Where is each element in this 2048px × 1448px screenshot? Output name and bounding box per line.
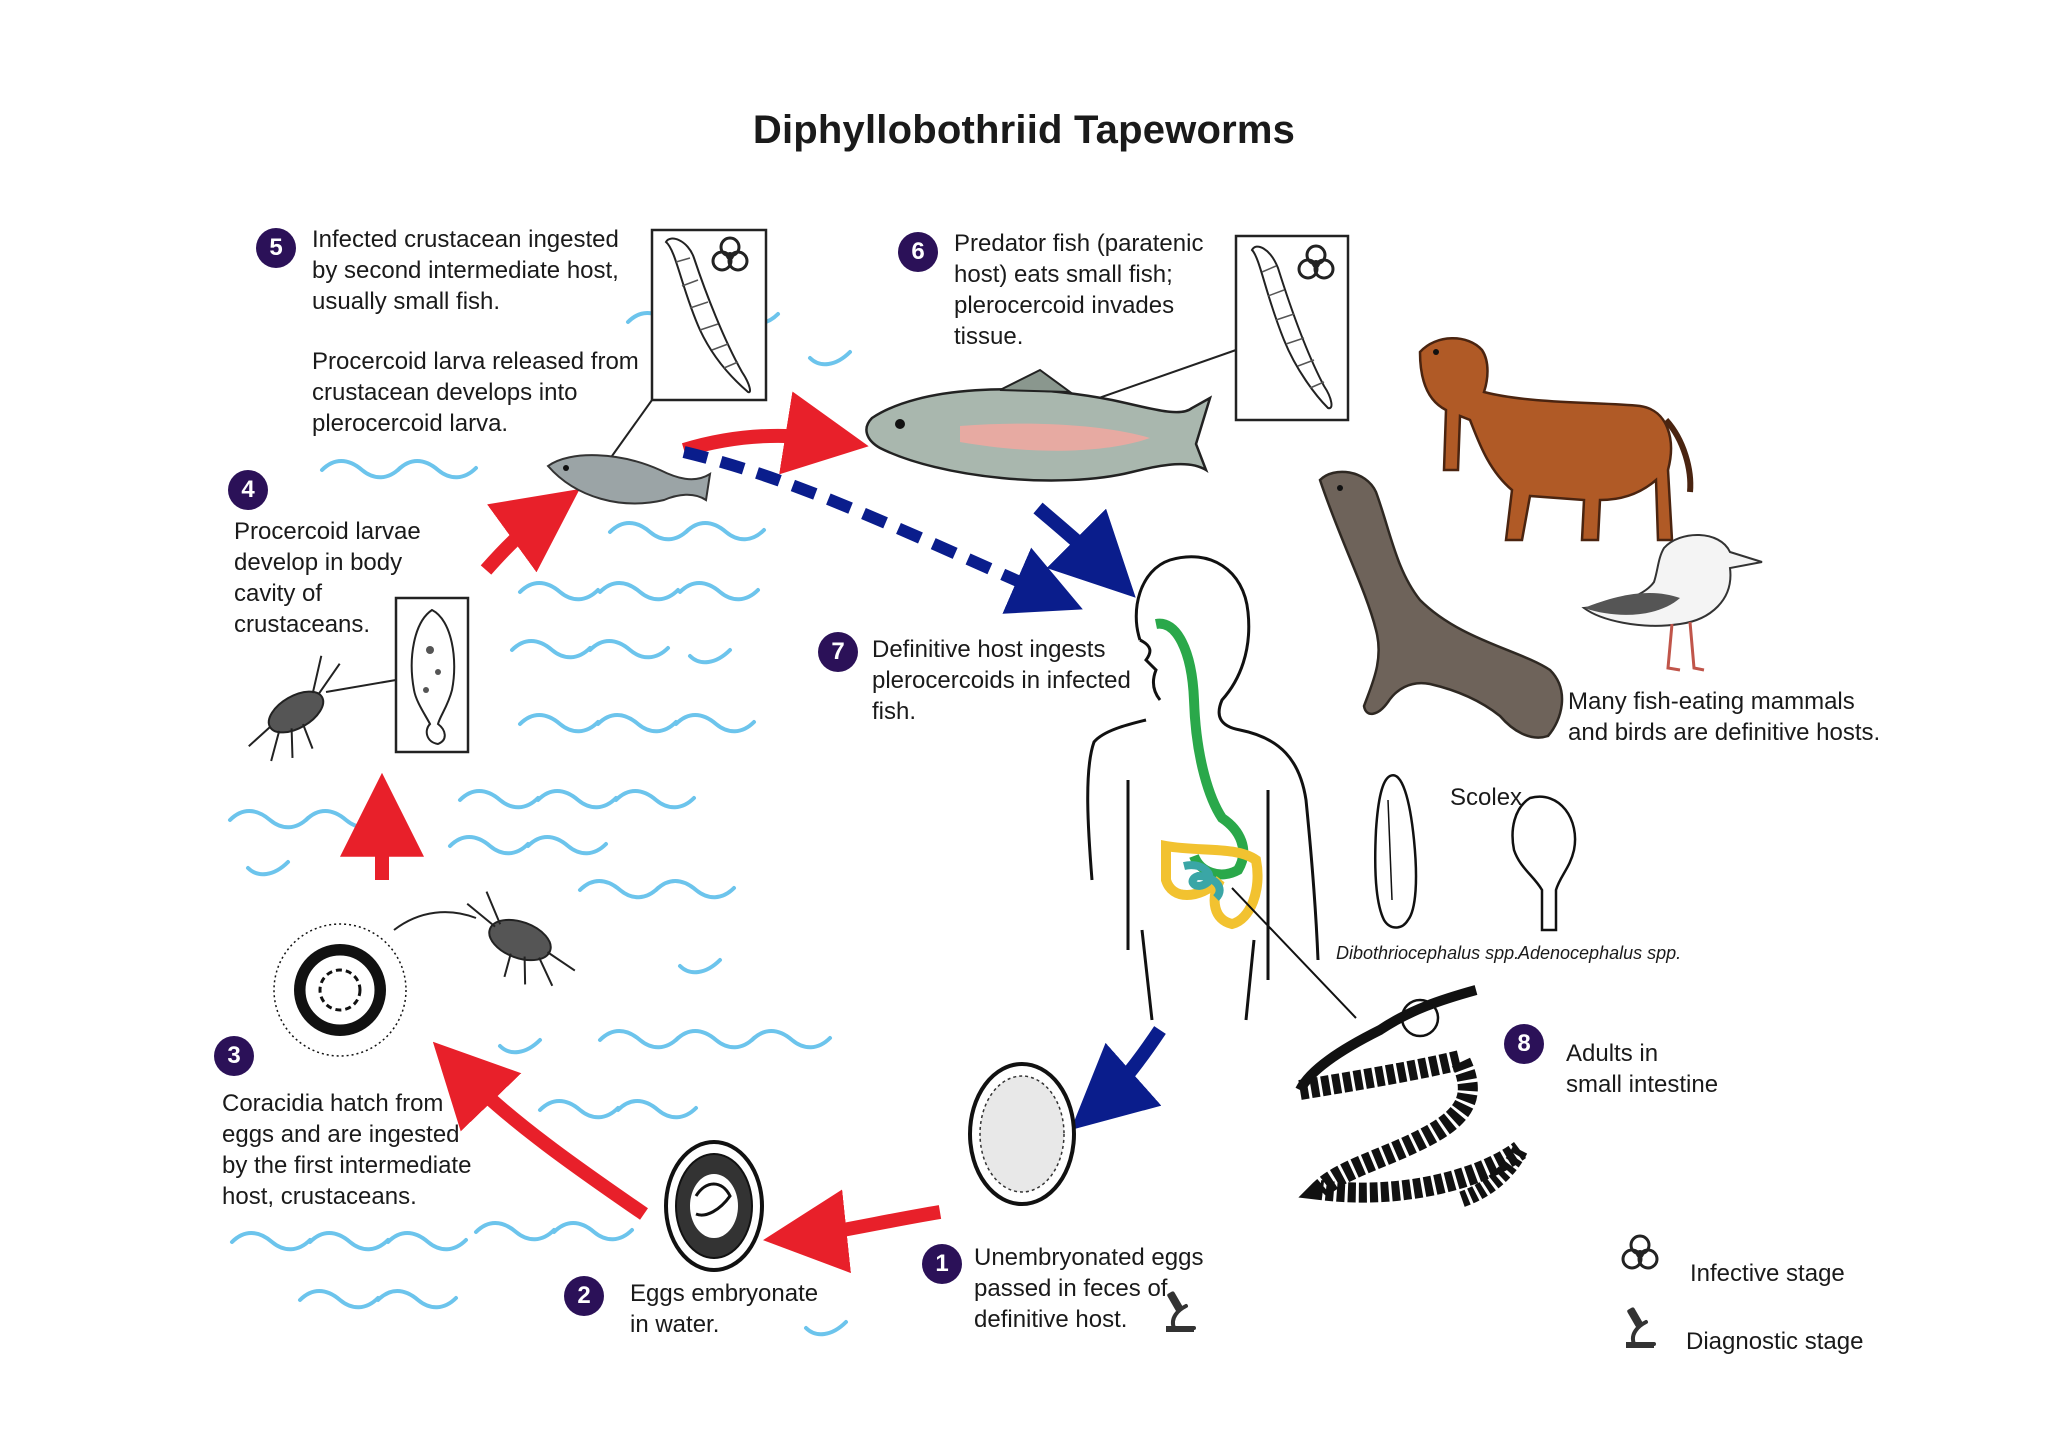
arrow-1-to-2 [763,1189,942,1274]
step-text-1: Unembryonated eggs passed in feces of de… [974,1244,1204,1333]
predator-fish [865,368,1213,482]
step-badge-5: 5 [256,228,296,268]
step-text-3: Coracidia hatch from eggs and are ingest… [222,1090,472,1210]
step-text-4: Procercoid larvae develop in body cavity… [234,518,421,638]
embryonated-egg [664,1140,764,1272]
page-title: Diphyllobothriid Tapeworms [752,108,1296,152]
gull [1581,534,1763,672]
step-badge-7: 7 [818,632,858,672]
ingestion-line [393,911,477,931]
step-text-7: Definitive host ingests plerocercoids in… [872,636,1131,725]
plerocercoid-box-6 [1021,234,1350,426]
arrow-4-to-5 [480,488,580,575]
crustacean-4 [248,655,341,762]
plerocercoid-box-5 [601,228,768,471]
legend-diagnostic-label: Diagnostic stage [1686,1328,1864,1355]
step-text-6: Predator fish (paratenic host) eats smal… [954,230,1204,350]
human-host [1086,555,1357,1021]
scolex-dibothriocephalus [1374,774,1418,929]
small-fish [546,454,712,505]
step-badge-4: 4 [228,470,268,510]
crustacean-3 [466,891,576,987]
hosts-note: Many fish-eating mammals and birds are d… [1568,688,1881,746]
step-badge-1: 1 [922,1244,962,1284]
step-badge-8: 8 [1504,1024,1544,1064]
arrow-5-to-6 [681,391,869,475]
legend-diagnostic-icon [1624,1304,1656,1350]
adult-tapeworm [1295,985,1528,1208]
arrow-host-to-1 [1070,1026,1166,1131]
step-badge-3: 3 [214,1036,254,1076]
step-text-8: Adults in small intestine [1566,1040,1719,1098]
coracidium [273,923,407,1057]
unembryonated-egg [968,1062,1076,1206]
scolex-label: Scolex [1450,784,1523,811]
dog [1418,337,1694,542]
step-text-2: Eggs embryonate in water. [630,1280,819,1338]
step-text-5: Infected crustacean ingested by second i… [312,226,619,315]
arrow-6-to-7 [1033,502,1136,598]
sea-lion [1318,470,1564,739]
procercoid-box-4 [325,596,470,754]
red-arrows [340,391,942,1274]
step-badge-6: 6 [898,232,938,272]
legend-infective-label: Infective stage [1690,1260,1845,1287]
arrow-2-to-3 [432,1041,648,1220]
step-text-5b: Procercoid larva released from crustacea… [312,348,639,437]
scolex-species-2: Adenocephalus spp. [1518,943,1682,963]
step-badge-2: 2 [564,1276,604,1316]
dashed-arrow-5-to-7 [682,446,1083,614]
scolex-species-1: Dibothriocephalus spp. [1336,943,1520,963]
legend-infective-icon [1621,1234,1659,1270]
scolex-adenocephalus [1511,795,1577,932]
blue-arrows [682,446,1166,1131]
